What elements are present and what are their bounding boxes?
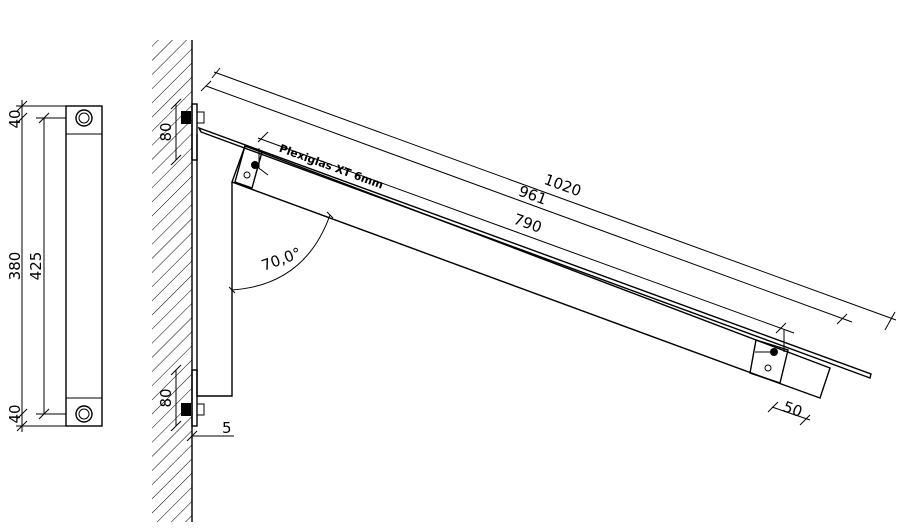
wall-plate-bottom (191, 369, 198, 427)
dim-top-plate: 80 (157, 122, 175, 141)
side-view: 40 380 425 40 (6, 100, 103, 432)
glass-clamp-top (234, 145, 269, 189)
dim-hole-spacing: 790 (511, 210, 544, 237)
dim-bottom-plate: 80 (157, 388, 175, 407)
dim-top-offset: 40 (6, 109, 24, 128)
bracket-dimension-lines (170, 67, 897, 442)
side-dimension-lines (16, 100, 66, 432)
bracket-side-profile (65, 105, 103, 427)
dim-inner-length: 380 (6, 252, 24, 281)
dim-glass-length: 1020 (542, 170, 584, 200)
mounting-hole-bottom-icon (75, 405, 93, 423)
bracket-post (196, 134, 233, 397)
dim-bottom-offset: 40 (6, 404, 24, 423)
wall-plate-top (191, 103, 198, 161)
mounting-hole-top-icon (75, 109, 93, 127)
glass-clamp-bottom (749, 330, 789, 384)
dim-arm-height: 50 (781, 398, 805, 421)
bracket-assembly (181, 103, 872, 427)
wall-bolt-top-icon (181, 111, 205, 124)
dim-plate-thickness: 5 (222, 419, 232, 437)
wall-bolt-bottom-icon (181, 403, 205, 416)
angle-arc (231, 214, 331, 291)
dim-total-length: 425 (27, 252, 45, 281)
dim-angle: 70,0° (259, 244, 304, 275)
bracket-arm (231, 145, 831, 399)
plexiglas-pane (197, 126, 872, 379)
